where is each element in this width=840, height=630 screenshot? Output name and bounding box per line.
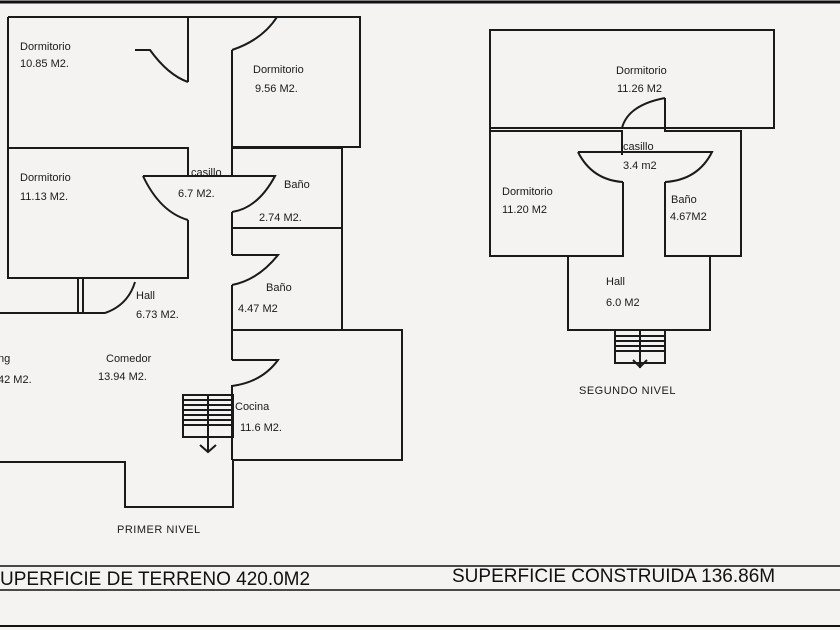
- wall: [0, 278, 105, 314]
- door-swing: [621, 97, 666, 129]
- room-label: Baño: [671, 194, 697, 206]
- room-label: Dormitorio: [502, 186, 553, 198]
- room-area: 3.4 m2: [623, 160, 657, 172]
- room-label: Dormitorio: [616, 65, 667, 77]
- room-area: 6.73 M2.: [136, 309, 179, 321]
- room-label: Dormitorio: [20, 172, 71, 184]
- room-label: Dormitorio: [20, 41, 71, 53]
- terreno-area-label: UPERFICIE DE TERRENO 420.0M2: [0, 569, 310, 590]
- surface-summary: UPERFICIE DE TERRENO 420.0M2 SUPERFICIE …: [0, 565, 840, 627]
- stairs: [614, 329, 666, 369]
- door-swing: [231, 359, 280, 387]
- room-label: Baño: [266, 282, 292, 294]
- room-label: Hall: [606, 276, 625, 288]
- room-label: Baño: [284, 179, 310, 191]
- wall: [232, 147, 343, 330]
- room-area: 13.94 M2.: [98, 371, 147, 383]
- door-swing: [577, 151, 714, 183]
- room-area: 11.6 M2.: [240, 422, 282, 434]
- wall: [664, 98, 742, 257]
- construida-area-label: SUPERFICIE CONSTRUIDA 136.86M: [452, 566, 775, 587]
- wall: [232, 329, 403, 461]
- wall: [8, 147, 189, 176]
- door-swing: [135, 16, 278, 83]
- wall: [489, 29, 775, 129]
- room-label: casillo: [623, 141, 654, 153]
- room-label: Cocina: [235, 401, 270, 413]
- room-area: 2.74 M2.: [259, 212, 302, 224]
- room-label: Comedor: [106, 353, 152, 365]
- level-title: PRIMER NIVEL: [117, 524, 201, 536]
- room-area: 6.0 M2: [606, 297, 640, 309]
- door-swing: [142, 175, 277, 221]
- room-label: Hall: [136, 290, 155, 302]
- room-area: 9.56 M2.: [255, 83, 298, 95]
- wall: [8, 16, 361, 148]
- room-area: 4.67M2: [670, 211, 707, 223]
- wall: [567, 256, 711, 331]
- room-label: Dormitorio: [253, 64, 304, 76]
- room-area: 10.85 M2.: [20, 58, 69, 70]
- room-area: 11.20 M2: [502, 204, 547, 216]
- primer-nivel-plan: Dormitorio 10.85 M2. Dormitorio 9.56 M2.…: [0, 16, 403, 536]
- room-label: casillo: [191, 167, 222, 179]
- stairs: [182, 394, 234, 454]
- segundo-nivel-plan: Dormitorio 11.26 M2 casillo 3.4 m2 Dormi…: [489, 29, 775, 397]
- room-area: 11.26 M2: [617, 83, 662, 95]
- room-area: 4.47 M2: [238, 303, 278, 315]
- room-area: 42 M2.: [0, 374, 32, 386]
- door-swing: [231, 254, 281, 286]
- wall: [0, 460, 234, 508]
- level-title: SEGUNDO NIVEL: [579, 385, 676, 397]
- door-swing: [104, 281, 136, 314]
- wall: [489, 128, 624, 257]
- room-area: 11.13 M2.: [20, 191, 68, 203]
- room-label: ng: [0, 353, 10, 365]
- room-area: 6.7 M2.: [178, 188, 215, 200]
